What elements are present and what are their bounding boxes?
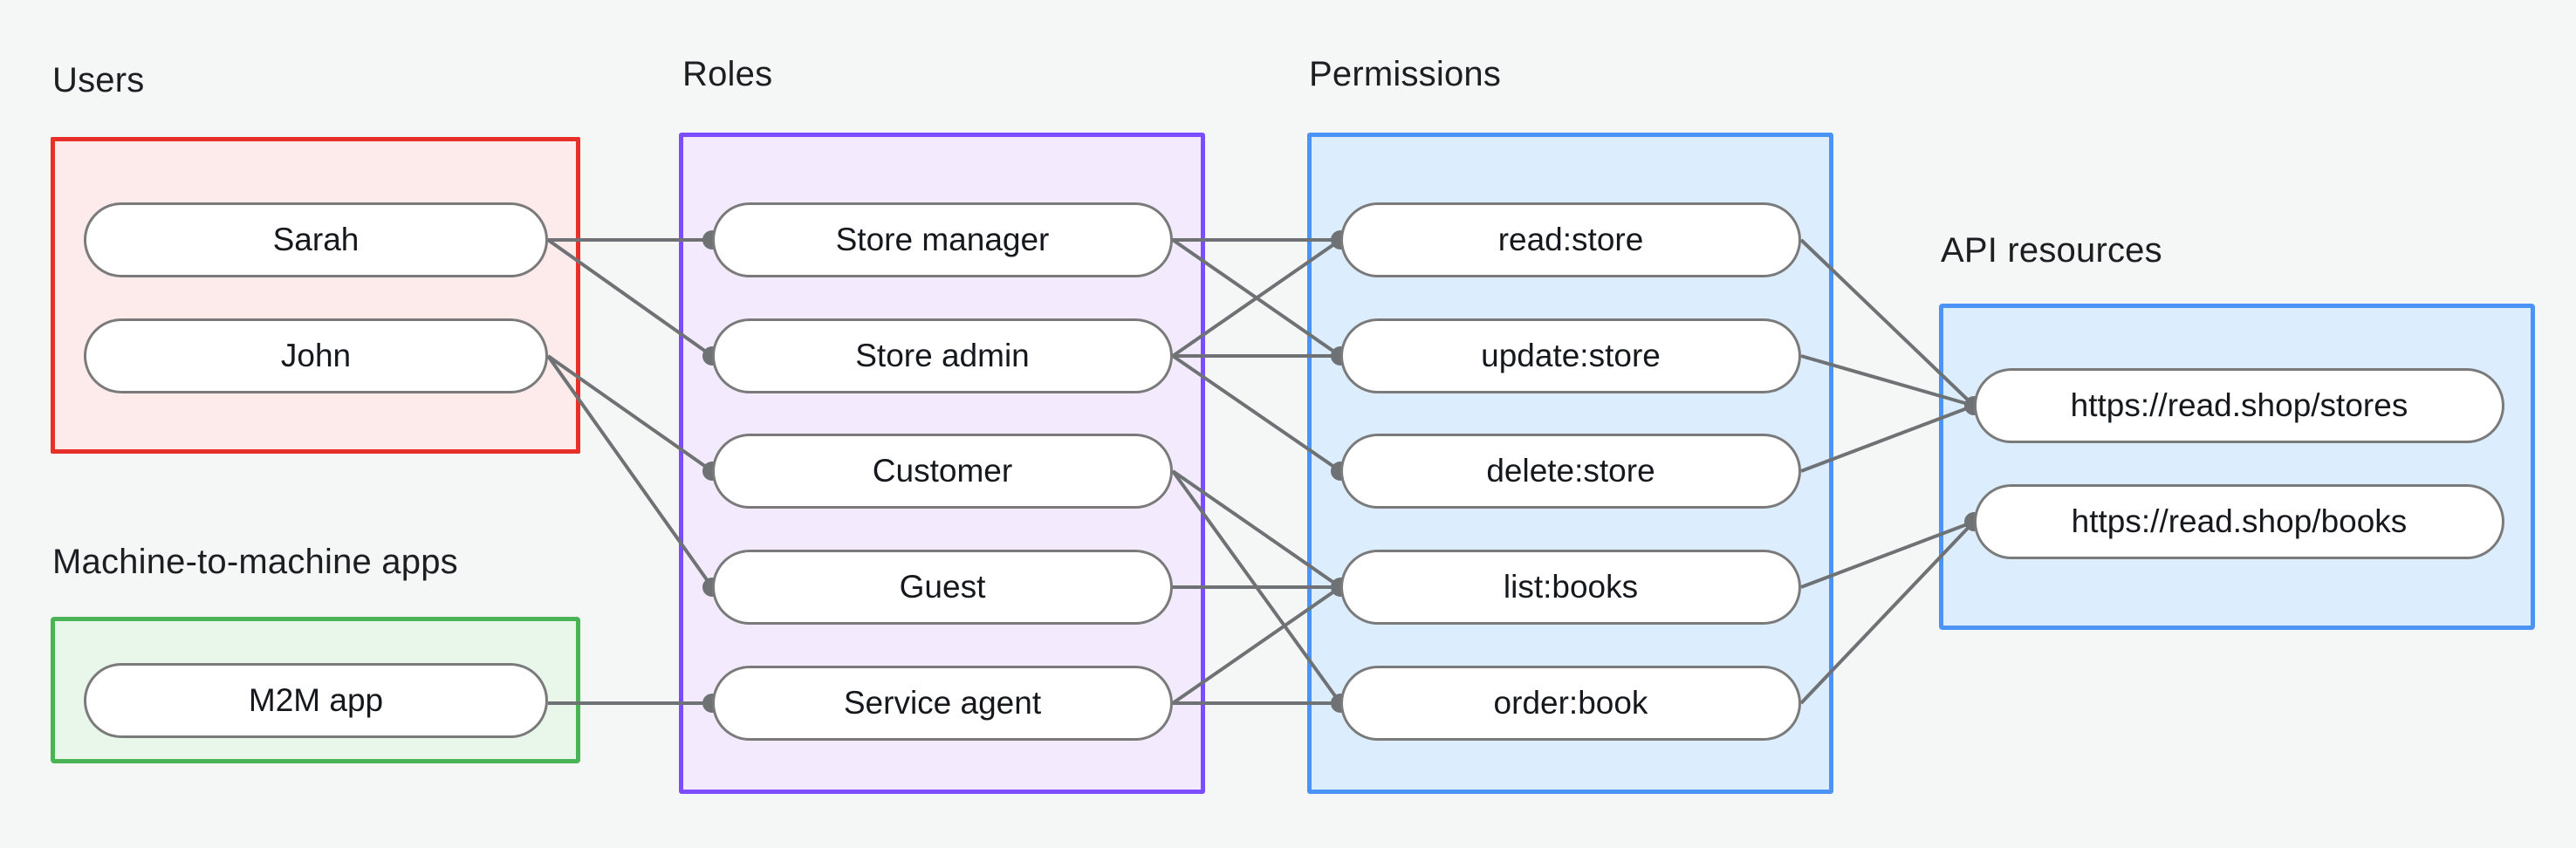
node-sarah[interactable]: Sarah xyxy=(84,202,548,277)
node-store-admin[interactable]: Store admin xyxy=(712,318,1173,393)
group-label-machine-to-machine-apps: Machine-to-machine apps xyxy=(52,543,458,581)
group-label-api-resources: API resources xyxy=(1941,231,2162,270)
node-order-book[interactable]: order:book xyxy=(1340,666,1801,741)
group-label-users: Users xyxy=(52,61,145,99)
node-guest[interactable]: Guest xyxy=(712,550,1173,625)
node-api-books[interactable]: https://read.shop/books xyxy=(1974,484,2504,559)
node-api-stores[interactable]: https://read.shop/stores xyxy=(1974,368,2504,443)
node-update-store[interactable]: update:store xyxy=(1340,318,1801,393)
node-delete-store[interactable]: delete:store xyxy=(1340,434,1801,509)
node-john[interactable]: John xyxy=(84,318,548,393)
node-store-manager[interactable]: Store manager xyxy=(712,202,1173,277)
node-service-agent[interactable]: Service agent xyxy=(712,666,1173,741)
group-label-roles: Roles xyxy=(682,55,773,93)
node-read-store[interactable]: read:store xyxy=(1340,202,1801,277)
node-m2m-app[interactable]: M2M app xyxy=(84,663,548,738)
node-list-books[interactable]: list:books xyxy=(1340,550,1801,625)
group-label-permissions: Permissions xyxy=(1309,55,1502,93)
node-customer[interactable]: Customer xyxy=(712,434,1173,509)
group-users xyxy=(51,137,580,454)
group-api-resources xyxy=(1939,304,2535,630)
